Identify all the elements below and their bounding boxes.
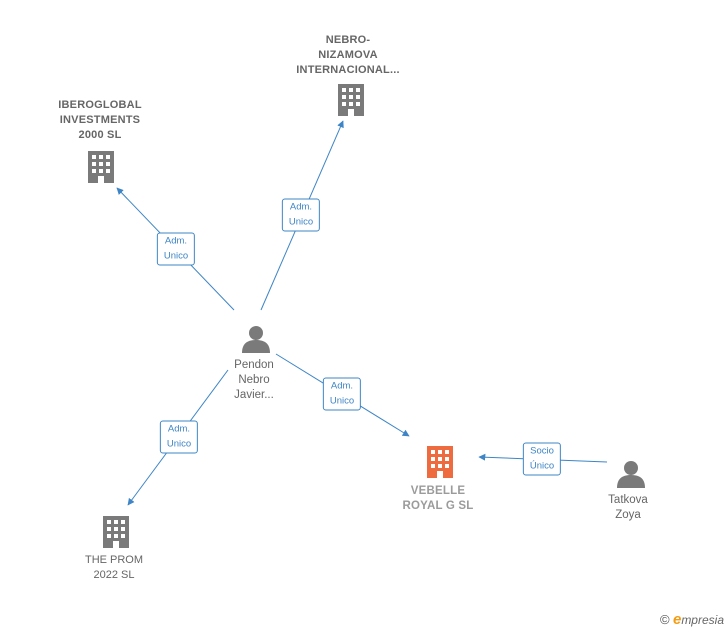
brand-watermark: © empresia [660,611,724,628]
edge-label-to-iberoglobal: Adm. Unico [156,232,196,266]
person-icon[interactable] [617,461,645,488]
node-label-tatkova[interactable]: Tatkova Zoya [608,494,648,521]
node-label-nebro[interactable]: NEBRO- NIZAMOVA INTERNACIONAL... [296,34,400,76]
node-label-theprom[interactable]: THE PROM 2022 SL [84,554,144,581]
edge-label-to-nebro: Adm. Unico [281,198,321,232]
brand-logo-e: e [672,611,682,628]
building-icon[interactable] [338,84,364,116]
node-label-pendon[interactable]: Pendon Nebro Javier... [234,359,274,401]
edge-label-to-vebelle: Adm. Unico [322,377,362,411]
brand-logo-text: mpresia [681,613,724,627]
node-label-iberoglobal[interactable]: IBEROGLOBAL INVESTMENTS 2000 SL [58,99,142,141]
edge-label-to-theprom: Adm. Unico [159,420,199,454]
node-label-vebelle[interactable]: VEBELLE ROYAL G SL [402,485,474,512]
copyright-symbol: © [660,612,670,627]
building-icon[interactable] [88,151,114,183]
person-icon[interactable] [242,326,270,353]
building-icon[interactable] [103,516,129,548]
building-icon[interactable] [427,446,453,478]
edge-label-tatkova-to-vebelle: Socio Único [522,442,562,476]
